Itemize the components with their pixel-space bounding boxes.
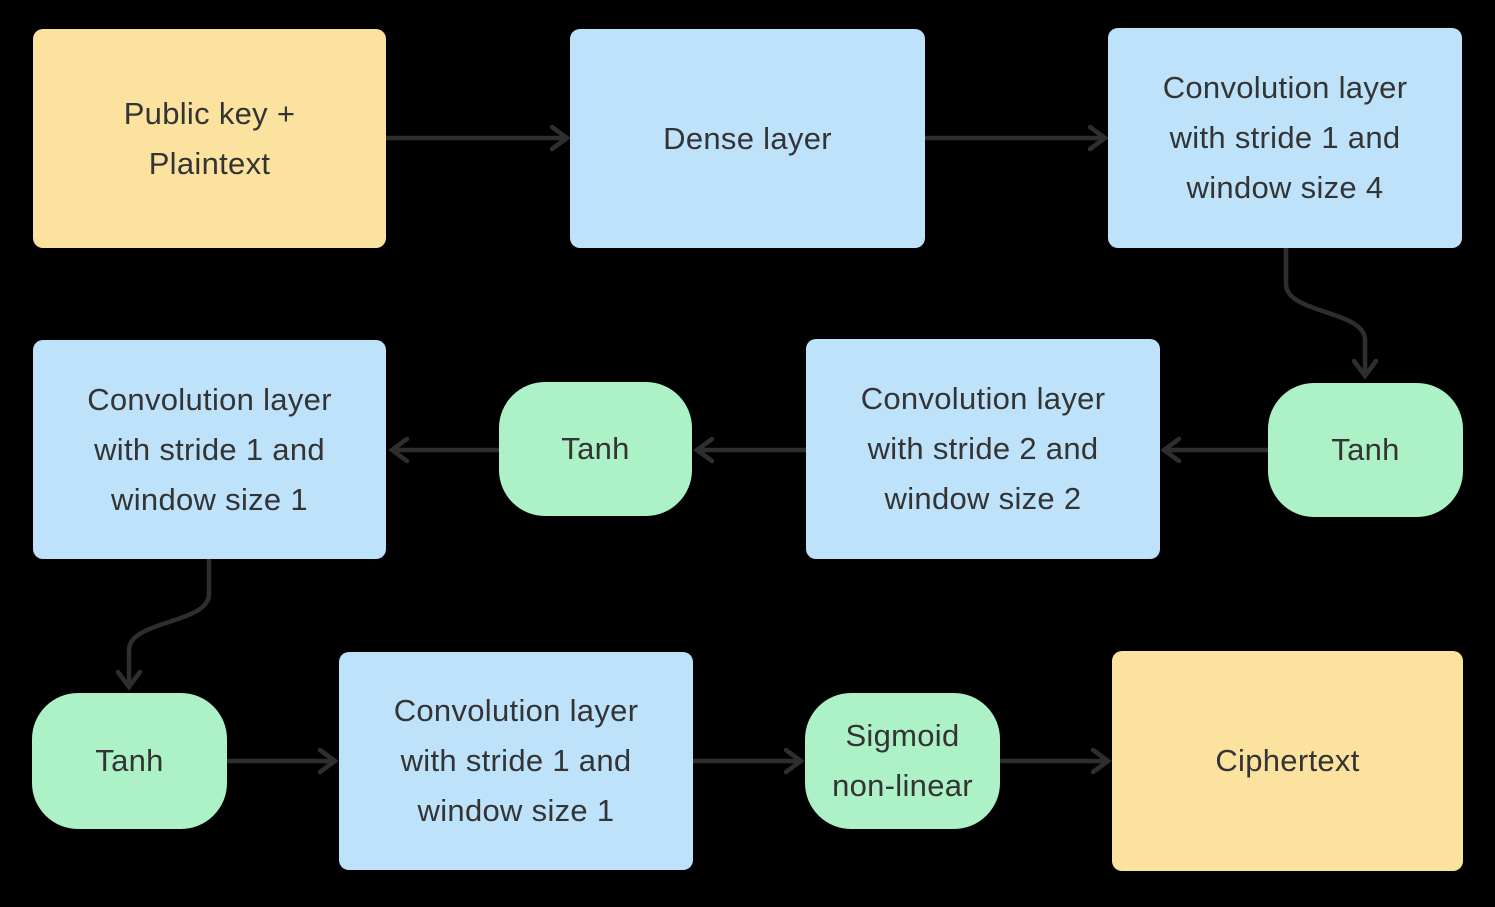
node-label: Tanh <box>1331 432 1400 467</box>
arrow-input-to-dense <box>383 124 571 152</box>
node-label: Public key + Plaintext <box>123 95 296 181</box>
node-conv-stride1-window4[interactable]: Convolution layer with stride 1 and wind… <box>1108 28 1462 248</box>
node-label: Convolution layer with stride 2 and wind… <box>860 381 1106 516</box>
node-label: Tanh <box>561 431 630 466</box>
node-public-key-plaintext[interactable]: Public key + Plaintext <box>33 29 386 248</box>
node-label: Dense layer <box>663 120 832 156</box>
node-label: Convolution layer with stride 1 and wind… <box>87 381 332 517</box>
arrow-conv-s1-w1-b-to-sigmoid <box>690 747 805 775</box>
node-tanh-right[interactable]: Tanh <box>1268 383 1463 517</box>
node-ciphertext[interactable]: Ciphertext <box>1112 651 1463 871</box>
node-label: Convolution layer with stride 1 and wind… <box>393 693 639 828</box>
node-tanh-middle[interactable]: Tanh <box>499 382 692 516</box>
arrow-tanh-3-to-conv-s1-w1-b <box>224 747 339 775</box>
arrow-tanh-2-to-conv-s1-w1-a <box>388 436 502 464</box>
node-dense-layer[interactable]: Dense layer <box>570 29 925 248</box>
node-label: Sigmoid non-linear <box>832 718 973 803</box>
arrow-conv-s1-w4-to-tanh-1 <box>1283 245 1379 380</box>
node-label: Tanh <box>95 743 164 778</box>
node-sigmoid-nonlinear[interactable]: Sigmoid non-linear <box>805 693 1000 829</box>
arrow-dense-to-conv-s1-w4 <box>922 124 1109 152</box>
arrow-conv-s1-w1-a-to-tanh-3 <box>115 556 212 691</box>
node-conv-stride1-window1-mid[interactable]: Convolution layer with stride 1 and wind… <box>33 340 386 559</box>
node-label: Ciphertext <box>1215 743 1360 778</box>
arrow-conv-s2-w2-to-tanh-2 <box>693 436 809 464</box>
node-label: Convolution layer with stride 1 and wind… <box>1162 70 1408 205</box>
arrow-tanh-1-to-conv-s2-w2 <box>1160 436 1271 464</box>
node-tanh-bottom[interactable]: Tanh <box>32 693 227 829</box>
arrow-sigmoid-to-ciphertext <box>997 747 1112 775</box>
node-conv-stride2-window2[interactable]: Convolution layer with stride 2 and wind… <box>806 339 1160 559</box>
node-conv-stride1-window1-bottom[interactable]: Convolution layer with stride 1 and wind… <box>339 652 693 870</box>
